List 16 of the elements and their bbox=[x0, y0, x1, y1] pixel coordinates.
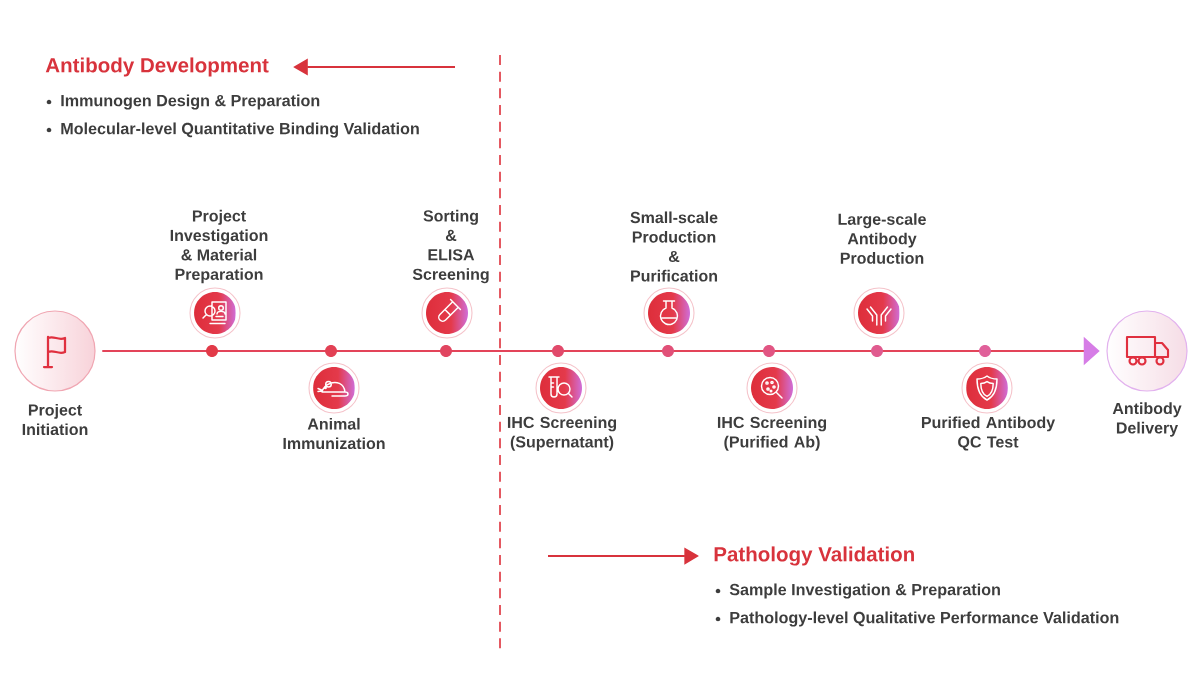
step-label: Sorting & ELISA Screening bbox=[412, 209, 489, 284]
milestone-label: Project Initiation bbox=[22, 403, 88, 436]
section-heading: Pathology Validation bbox=[714, 546, 914, 566]
step-label: Purified Antibody QC Test bbox=[921, 416, 1056, 451]
step-label: IHC Screening (Purified Ab) bbox=[717, 416, 827, 451]
list-item: Pathology-level Qualitative Performance Validation bbox=[730, 611, 1119, 627]
list-item: Sample Investigation & Preparation bbox=[729, 583, 1000, 599]
step-label: Large-scale Antibody Production bbox=[838, 213, 926, 264]
list-item: Immunogen Design & Preparation bbox=[61, 94, 320, 110]
section-heading: Antibody Development bbox=[45, 57, 269, 77]
milestone-label: Antibody Delivery bbox=[1112, 402, 1182, 437]
step-label: Small-scale Production & Purification bbox=[630, 211, 718, 282]
step-label: Animal Immunization bbox=[283, 417, 385, 450]
step-label: IHC Screening (Supernatant) bbox=[507, 416, 617, 451]
step-label: Project Investigation & Material Preparation bbox=[170, 209, 268, 284]
list-item: Molecular-level Quantitative Binding Validation bbox=[61, 122, 419, 138]
